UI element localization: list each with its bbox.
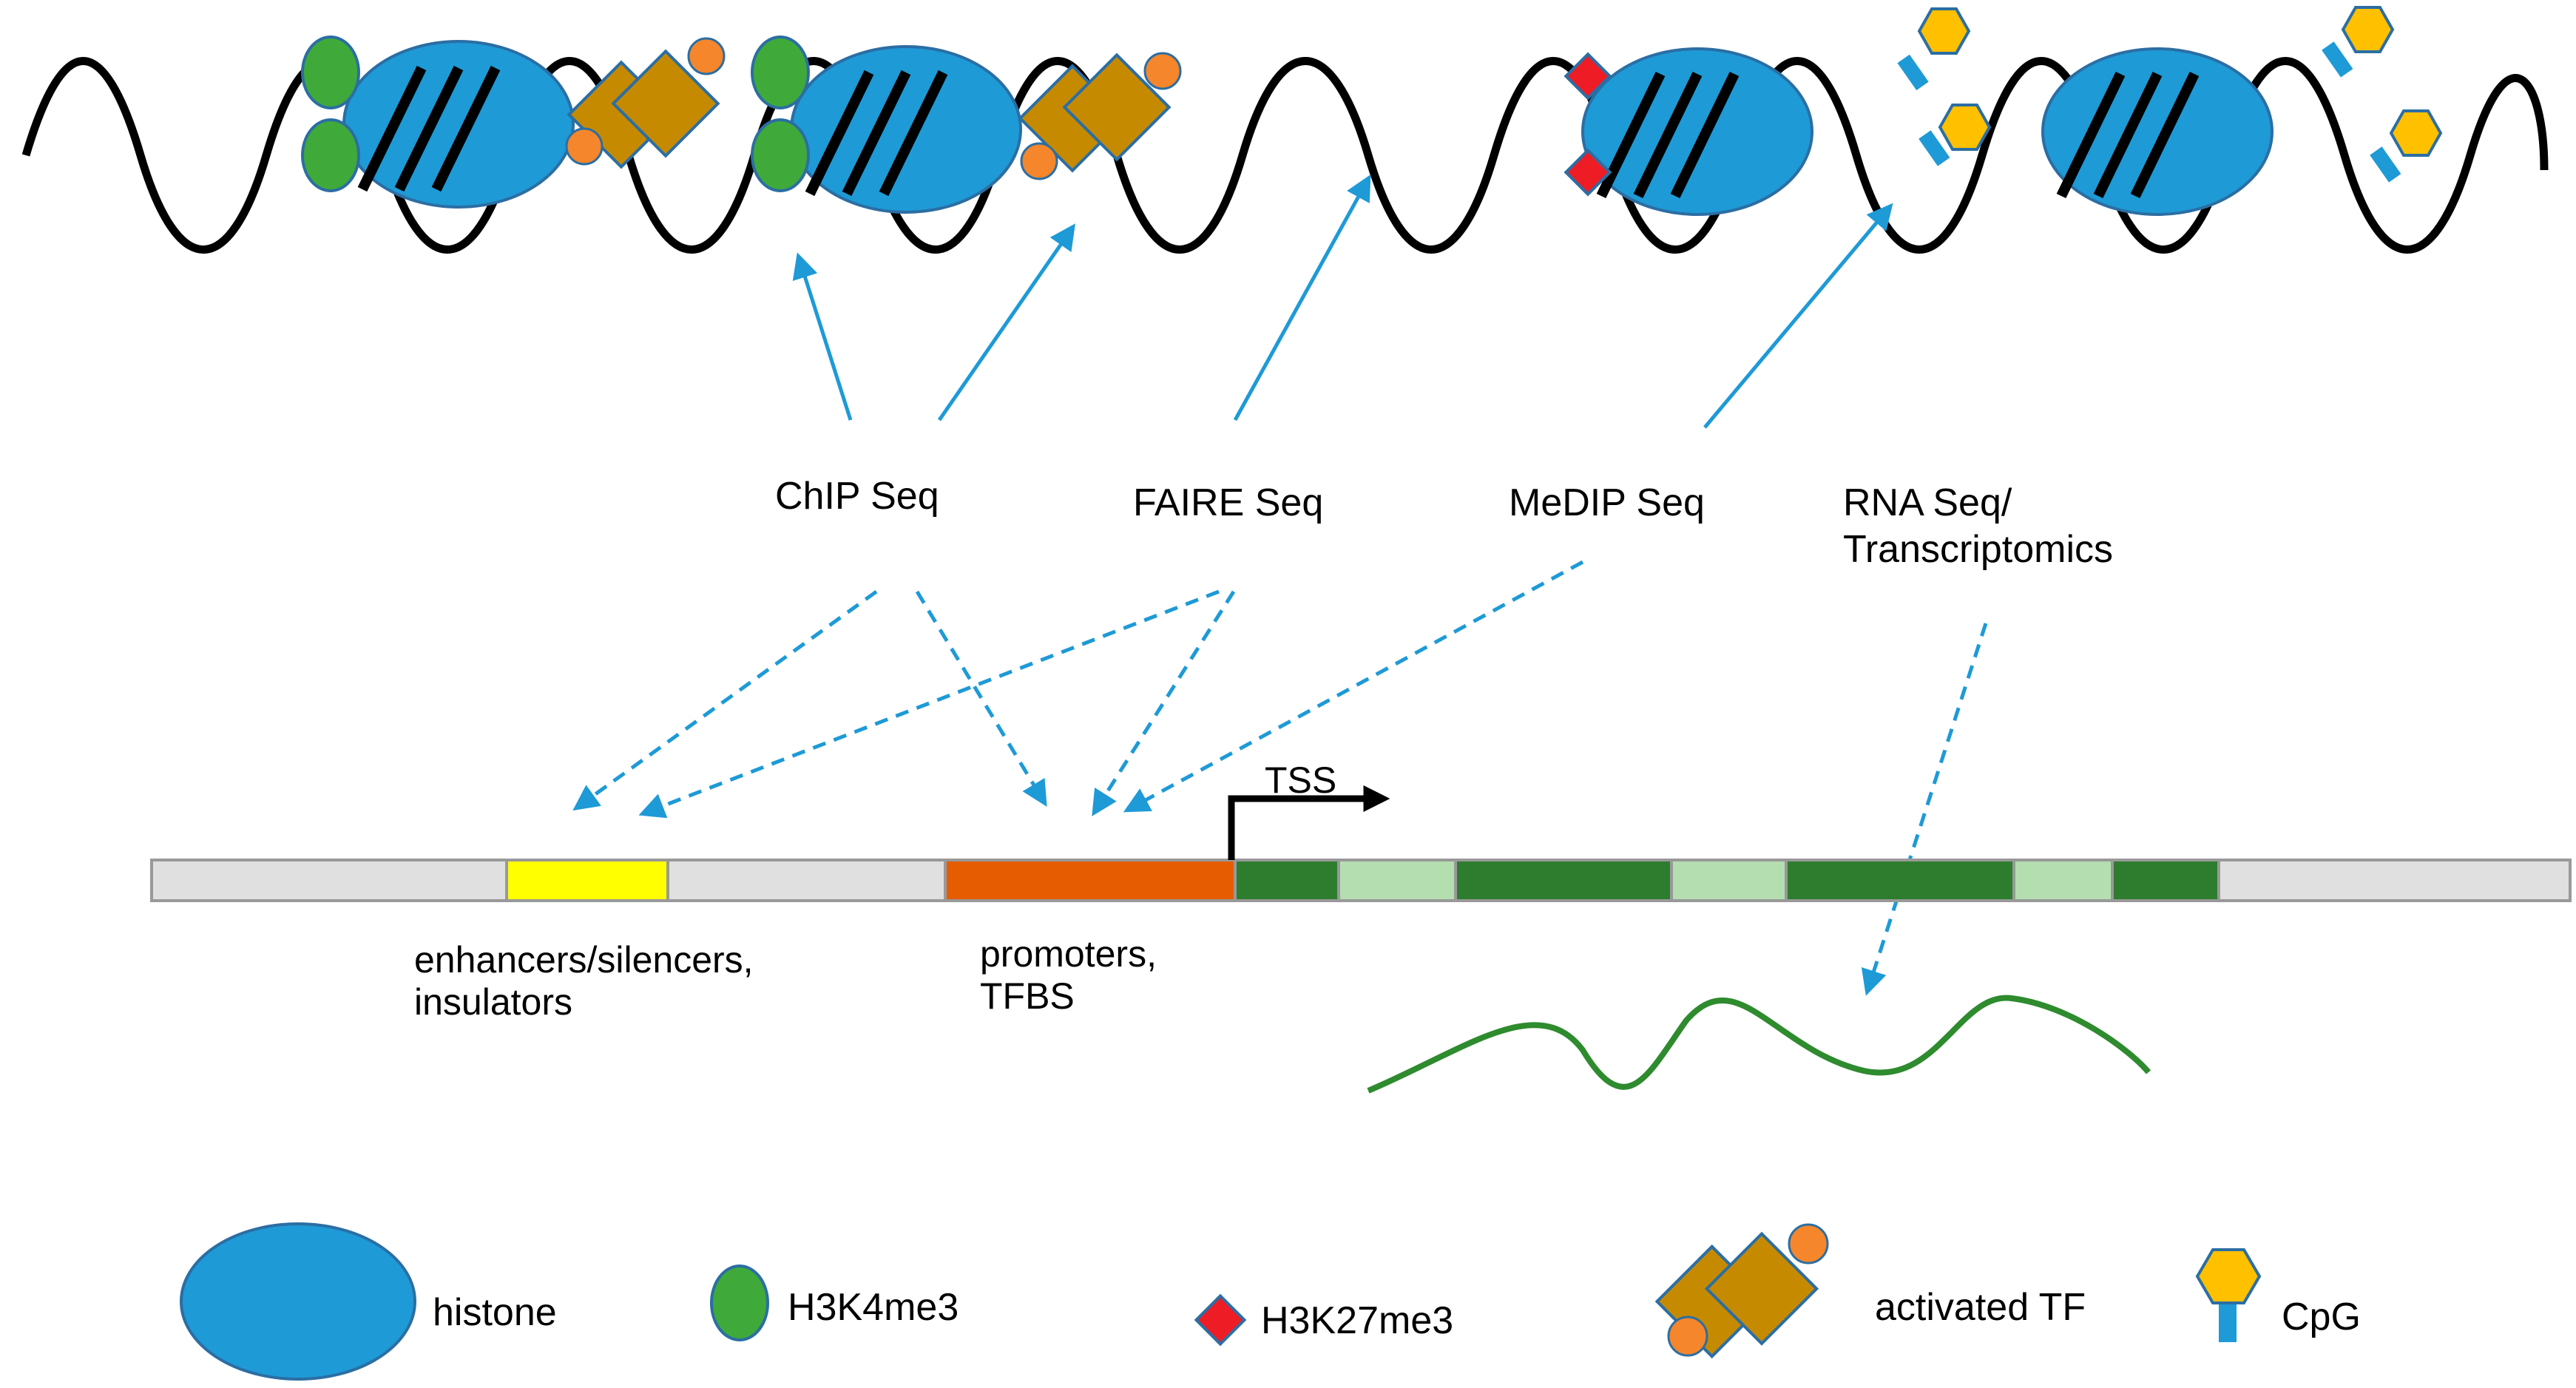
intron-1 bbox=[1337, 859, 1457, 902]
solid-arrows bbox=[792, 174, 1893, 429]
nucleosome-2 bbox=[751, 35, 1022, 214]
genomic-track bbox=[150, 859, 2572, 902]
h3k4me3-mark bbox=[751, 118, 810, 192]
dashed-arrows bbox=[572, 560, 1988, 996]
h3k27me3-mark bbox=[1563, 148, 1612, 197]
intron-2 bbox=[1670, 859, 1788, 902]
activated-tf-2 bbox=[1018, 52, 1182, 180]
legend-histone-icon bbox=[180, 1222, 416, 1381]
legend-h3k4me3-icon bbox=[710, 1265, 769, 1341]
label-medip-seq: MeDIP Seq bbox=[1509, 481, 1705, 524]
label-tss: TSS bbox=[1265, 759, 1336, 801]
label-transcriptomics: Transcriptomics bbox=[1843, 528, 2113, 571]
nucleosome-1 bbox=[301, 35, 575, 209]
exon-2 bbox=[1454, 859, 1673, 902]
h3k4me3-mark bbox=[751, 35, 810, 109]
tss-arrow bbox=[1228, 785, 1390, 860]
legend-cpg-label: CpG bbox=[2282, 1296, 2361, 1338]
legend: histone H3K4me3 H3K27me3 activated TF Cp… bbox=[180, 1222, 2361, 1381]
legend-cpg-icon bbox=[2195, 1248, 2262, 1342]
legend-h3k27me3-icon bbox=[1194, 1293, 1247, 1347]
label-rna-seq: RNA Seq/ bbox=[1843, 481, 2012, 524]
h3k4me3-mark bbox=[301, 35, 360, 109]
exon-4 bbox=[2111, 859, 2220, 902]
label-insulators: insulators bbox=[414, 981, 572, 1023]
intron-3 bbox=[2012, 859, 2114, 902]
cpg-mark-1 bbox=[1897, 7, 1971, 91]
dna-strand-1 bbox=[21, 57, 2549, 254]
legend-activated-tf-icon bbox=[1654, 1223, 1829, 1359]
enhancer-region bbox=[505, 859, 669, 902]
legend-h3k4me3-label: H3K4me3 bbox=[788, 1286, 959, 1329]
nucleosome-4 bbox=[2041, 47, 2274, 216]
label-tfbs: TFBS bbox=[980, 975, 1075, 1017]
legend-h3k27me3-label: H3K27me3 bbox=[1261, 1299, 1453, 1342]
activated-tf-1 bbox=[565, 37, 726, 169]
label-enhancers: enhancers/silencers, bbox=[414, 939, 754, 981]
cpg-mark-3 bbox=[2322, 6, 2395, 78]
promoter-region bbox=[944, 859, 1237, 902]
h3k27me3-mark bbox=[1563, 52, 1612, 101]
label-faire-seq: FAIRE Seq bbox=[1133, 481, 1323, 524]
label-promoters: promoters, bbox=[980, 933, 1157, 975]
rna-transcript bbox=[1367, 995, 2151, 1094]
legend-histone-label: histone bbox=[433, 1291, 557, 1334]
h3k4me3-mark bbox=[301, 118, 360, 192]
cpg-mark-4 bbox=[2370, 109, 2443, 183]
exon-1 bbox=[1234, 859, 1340, 902]
legend-activated-tf-label: activated TF bbox=[1875, 1286, 2086, 1329]
exon-3 bbox=[1785, 859, 2015, 902]
cpg-mark-2 bbox=[1919, 104, 1992, 166]
nucleosome-3 bbox=[1563, 47, 1813, 216]
label-chip-seq: ChIP Seq bbox=[775, 475, 939, 518]
